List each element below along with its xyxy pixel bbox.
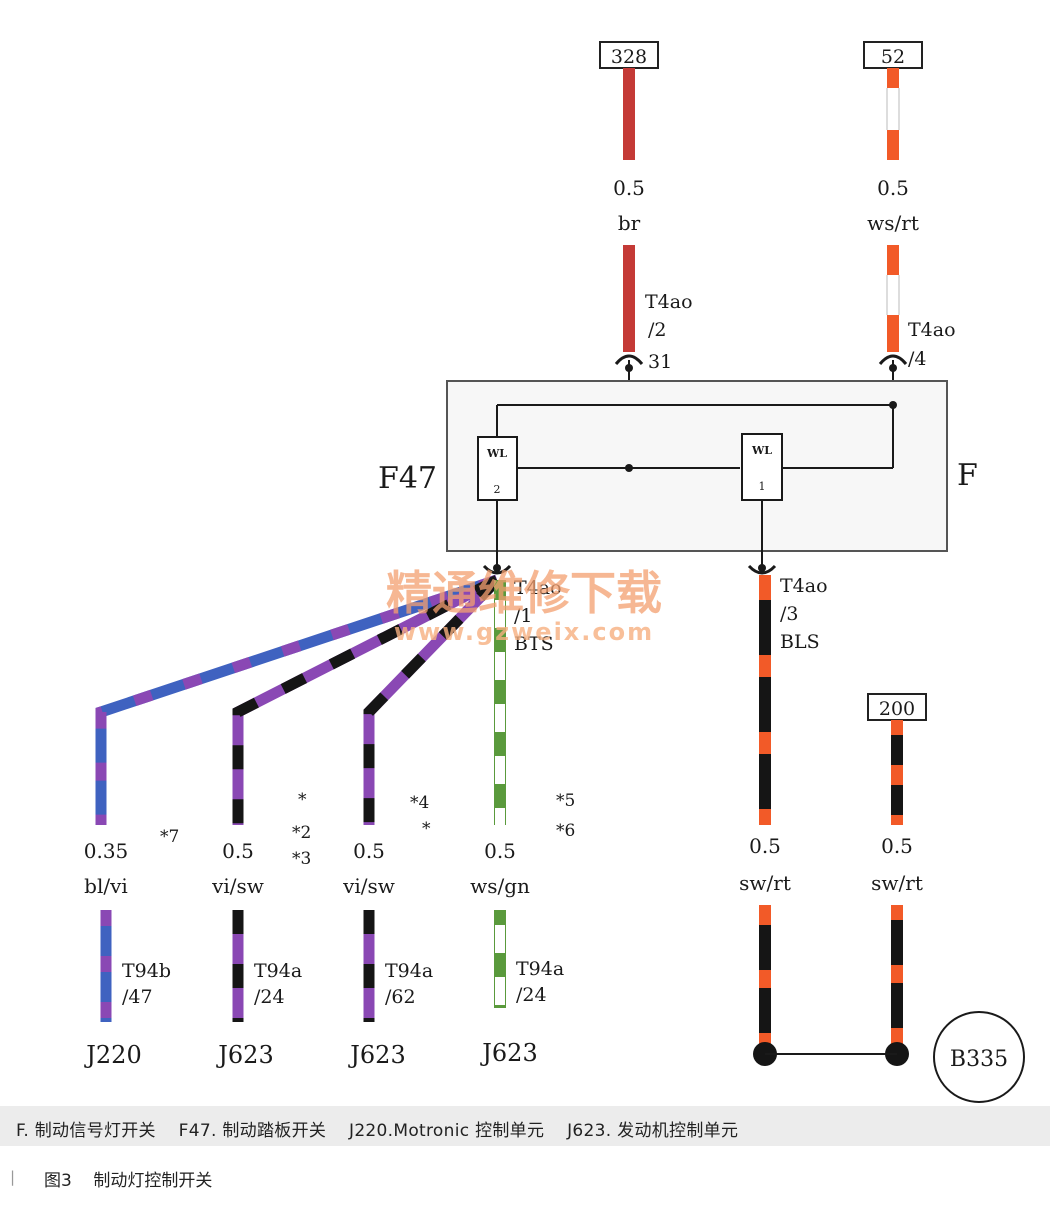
note-4: *4 bbox=[410, 793, 429, 813]
bls-pin-conn: T4ao bbox=[780, 575, 828, 597]
watermark-url: www.gzweix.com bbox=[394, 618, 654, 646]
note-6: *6 bbox=[556, 821, 575, 841]
ground-b335-label: B335 bbox=[950, 1047, 1008, 1072]
j220-pin-num: /47 bbox=[122, 986, 153, 1008]
wire-328-pin-conn: T4ao bbox=[645, 291, 693, 313]
wire-vi-sw-j623-24 bbox=[232, 575, 500, 1022]
wire-sw-rt-bls bbox=[753, 575, 777, 1066]
switch-f-element: WL 1 bbox=[741, 433, 783, 501]
wire-328-pin-term: 31 bbox=[648, 351, 672, 373]
note-star-a: * bbox=[298, 790, 307, 810]
note-star-b: * bbox=[422, 819, 431, 839]
j623c-pin-conn: T94a bbox=[516, 958, 564, 980]
unit-j220: J220 bbox=[83, 1041, 141, 1069]
watermark-cn: 精通维修下载 bbox=[386, 566, 662, 620]
connector-t4ao-1 bbox=[482, 564, 512, 575]
swrt1-color: sw/rt bbox=[739, 871, 791, 895]
wire-328-color: br bbox=[618, 211, 641, 235]
wire-vi-sw-j623-62 bbox=[363, 576, 501, 1022]
wire-52-gauge: 0.5 bbox=[877, 176, 909, 200]
label-f47: F47 bbox=[378, 461, 437, 496]
bts-pin-num: /1 bbox=[514, 605, 533, 627]
terminal-52: 52 bbox=[863, 41, 923, 69]
switch-f47-type: WL bbox=[486, 447, 507, 460]
wire-328-gauge: 0.5 bbox=[613, 176, 645, 200]
j220-color: bl/vi bbox=[84, 874, 128, 898]
swrt1-gauge: 0.5 bbox=[749, 834, 781, 858]
ground-b335: B335 bbox=[933, 1011, 1025, 1103]
j623b-pin-num: /62 bbox=[385, 986, 416, 1008]
switch-f47-element: WL 2 bbox=[477, 436, 518, 501]
terminal-200: 200 bbox=[867, 693, 927, 721]
swrt2-gauge: 0.5 bbox=[881, 834, 913, 858]
terminal-328: 328 bbox=[599, 41, 659, 69]
j623c-gauge: 0.5 bbox=[484, 839, 516, 863]
terminal-328-label: 328 bbox=[611, 46, 647, 68]
connector-t4ao-3 bbox=[747, 564, 777, 575]
terminal-200-label: 200 bbox=[879, 698, 915, 720]
label-f: F bbox=[957, 458, 978, 493]
wire-52-pin-conn: T4ao bbox=[908, 319, 956, 341]
j623b-pin-conn: T94a bbox=[385, 960, 433, 982]
wire-52-color: ws/rt bbox=[867, 211, 919, 235]
note-2: *2 bbox=[292, 823, 311, 843]
j623a-color: vi/sw bbox=[211, 874, 264, 898]
wire-328-pin-num: /2 bbox=[648, 319, 667, 341]
j623b-gauge: 0.5 bbox=[353, 839, 385, 863]
j623a-pin-conn: T94a bbox=[254, 960, 302, 982]
switch-f47-num: 2 bbox=[494, 483, 501, 496]
legend-text: F. 制动信号灯开关 F47. 制动踏板开关 J220.Motronic 控制单… bbox=[16, 1121, 739, 1141]
unit-j623-a: J623 bbox=[215, 1041, 273, 1069]
wire-52-pin-num: /4 bbox=[908, 348, 927, 370]
switch-housing bbox=[446, 380, 948, 565]
note-5: *5 bbox=[556, 791, 575, 811]
j623a-pin-num: /24 bbox=[254, 986, 285, 1008]
j623b-color: vi/sw bbox=[342, 874, 395, 898]
j220-gauge: 0.35 bbox=[84, 839, 129, 863]
switch-f-type: WL bbox=[751, 444, 772, 457]
wire-sw-rt-200 bbox=[885, 720, 909, 1066]
j623c-color: ws/gn bbox=[470, 874, 530, 898]
legend-band bbox=[0, 1106, 1050, 1146]
j220-pin-conn: T94b bbox=[122, 960, 171, 982]
note-3: *3 bbox=[292, 849, 311, 869]
wire-bl-vi-j220 bbox=[95, 574, 499, 1022]
wire-52-ws-rt bbox=[878, 68, 908, 405]
j623a-gauge: 0.5 bbox=[222, 839, 254, 863]
j623c-pin-num: /24 bbox=[516, 984, 547, 1006]
caption-marker: | bbox=[10, 1168, 16, 1186]
terminal-52-label: 52 bbox=[881, 46, 905, 68]
switch-f-num: 1 bbox=[759, 480, 766, 493]
bls-pin-term: BLS bbox=[780, 631, 820, 653]
unit-j623-b: J623 bbox=[347, 1041, 405, 1069]
figure-caption: 图3 制动灯控制开关 bbox=[44, 1171, 213, 1191]
swrt2-color: sw/rt bbox=[871, 871, 923, 895]
bts-pin-term: BTS bbox=[514, 633, 554, 655]
note-7: *7 bbox=[160, 827, 179, 847]
bls-pin-num: /3 bbox=[780, 603, 799, 625]
unit-j623-c: J623 bbox=[479, 1039, 537, 1067]
bts-pin-conn: T4ao bbox=[514, 577, 562, 599]
